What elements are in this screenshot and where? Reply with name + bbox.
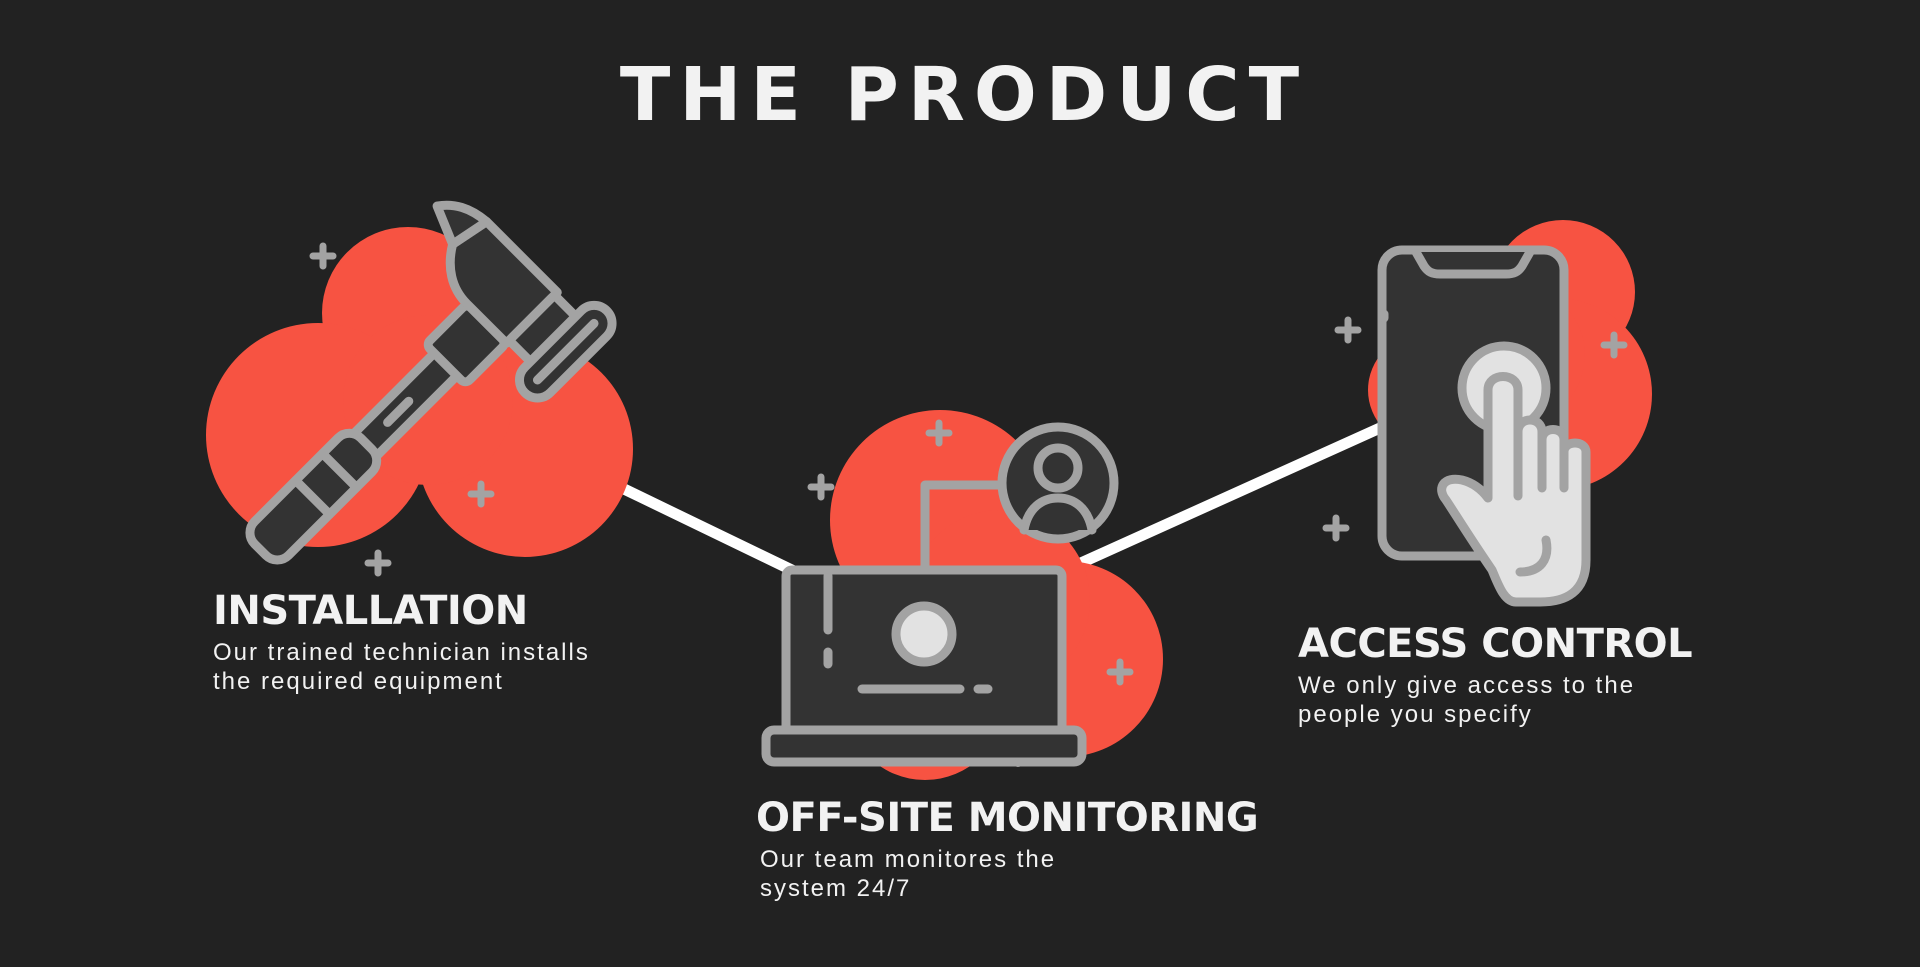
feature-description-line: We only give access to the xyxy=(1298,672,1636,699)
feature-description-line: system 24/7 xyxy=(760,875,912,902)
feature-heading: OFF-SITE MONITORING xyxy=(756,795,1259,841)
feature-description: We only give access to the people you sp… xyxy=(1298,671,1692,729)
feature-description-line: the required equipment xyxy=(213,668,504,695)
monitoring-sparkles xyxy=(807,419,1134,686)
hammer-icon xyxy=(245,200,617,565)
feature-description: Our team monitores the system 24/7 xyxy=(756,845,1258,903)
feature-description-line: Our trained technician installs xyxy=(213,639,590,666)
installation-sparkles xyxy=(309,242,495,577)
feature-description-line: people you specify xyxy=(1298,701,1533,728)
feature-description-line: Our team monitores the xyxy=(760,846,1057,873)
smartphone-touch-icon xyxy=(1377,245,1591,607)
feature-installation: INSTALLATION Our trained technician inst… xyxy=(213,588,590,696)
feature-off-site-monitoring: OFF-SITE MONITORING Our team monitores t… xyxy=(756,795,1259,903)
laptop-user-icon xyxy=(761,422,1119,767)
connector-lines xyxy=(616,422,1386,580)
access-sparkles xyxy=(1322,316,1628,542)
feature-heading: ACCESS CONTROL xyxy=(1298,621,1693,667)
feature-heading: INSTALLATION xyxy=(213,588,528,634)
page-title: THE PRODUCT xyxy=(619,52,1309,138)
feature-access-control: ACCESS CONTROL We only give access to th… xyxy=(1298,621,1693,729)
feature-description: Our trained technician installs the requ… xyxy=(213,638,590,696)
